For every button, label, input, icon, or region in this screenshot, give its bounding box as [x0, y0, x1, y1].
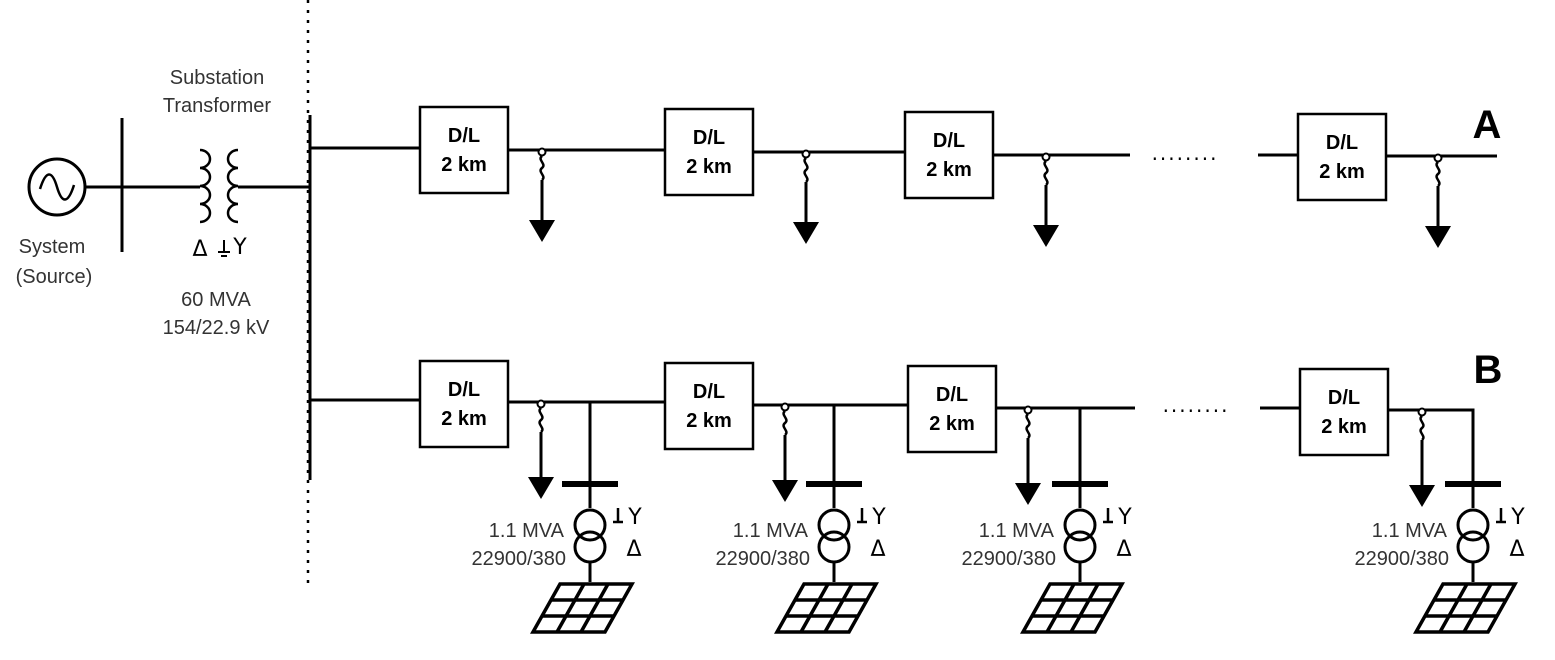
pv-transformer-ratio: 22900/380 [715, 548, 810, 570]
line-length-label: 2 km [929, 413, 975, 435]
pv-transformer-icon [1063, 508, 1097, 564]
feeder-b-label: B [1474, 348, 1503, 392]
substation-rating: 60 MVA [181, 289, 251, 311]
load-arrow-icon [1033, 225, 1059, 247]
load-arrow-icon [793, 222, 819, 244]
pv-transformer-ratio: 22900/380 [961, 548, 1056, 570]
pv-unit: YΔ 1.1 MVA 22900/380 [471, 402, 642, 634]
line-type-label: D/L [933, 130, 965, 152]
feeder-a-line-box: D/L 2 km [1296, 112, 1388, 202]
feeder-a-line-box: D/L 2 km [903, 110, 995, 200]
pv-transformer-rating: 1.1 MVA [733, 520, 809, 542]
pv-unit: YΔ 1.1 MVA 22900/380 [715, 405, 886, 634]
line-length-label: 2 km [926, 159, 972, 181]
ground-icon [1103, 508, 1113, 524]
load-arrow-icon [772, 480, 798, 502]
feeder-components: D/L 2 km D/L 2 km D/L 2 km D/L 2 km D/L 2 km D/L 2 … [418, 105, 1525, 634]
pv-transformer-icon [1456, 508, 1490, 564]
line-type-label: D/L [1326, 132, 1358, 154]
line-length-label: 2 km [441, 408, 487, 430]
pv-transformer-rating: 1.1 MVA [979, 520, 1055, 542]
feeder-a-load-tap [793, 149, 819, 244]
line-type-label: D/L [936, 384, 968, 406]
load-arrow-icon [1409, 485, 1435, 507]
load-arrow-icon [1015, 483, 1041, 505]
substation-title-line1: Substation [170, 67, 265, 89]
line-length-label: 2 km [686, 156, 732, 178]
solar-panel-icon [1020, 582, 1125, 634]
feeder-b-load-tap [1015, 405, 1041, 505]
feeder-b-continuation: ........ [1163, 393, 1230, 417]
feeder-a-line-box: D/L 2 km [663, 107, 755, 197]
feeder-a-load-tap [529, 147, 555, 242]
line-type-label: D/L [448, 379, 480, 401]
pv-transformer-rating: 1.1 MVA [489, 520, 565, 542]
line-length-label: 2 km [1321, 416, 1367, 438]
feeder-a-line-box: D/L 2 km [418, 105, 510, 195]
line-type-label: D/L [448, 125, 480, 147]
feeder-a-load-tap [1425, 153, 1451, 248]
substation-voltage: 154/22.9 kV [163, 317, 270, 339]
pv-transformer-rating: 1.1 MVA [1372, 520, 1448, 542]
pv-transformer-ratio: 22900/380 [471, 548, 566, 570]
feeder-a-label: A [1473, 103, 1502, 147]
line-type-label: D/L [693, 127, 725, 149]
ground-icon [613, 508, 623, 524]
pv-transformer-icon [573, 508, 607, 564]
pv-wye-symbol: Y [1117, 505, 1132, 530]
wye-winding-symbol: Y [232, 235, 247, 260]
feeder-a-continuation: ........ [1152, 141, 1219, 165]
load-arrow-icon [529, 220, 555, 242]
pv-delta-symbol: Δ [1116, 537, 1131, 562]
line-length-label: 2 km [1319, 161, 1365, 183]
pv-delta-symbol: Δ [870, 537, 885, 562]
system-source: System (Source) [16, 118, 124, 288]
line-type-label: D/L [1328, 387, 1360, 409]
ground-icon [1496, 508, 1506, 524]
delta-winding-symbol: Δ [192, 237, 207, 262]
feeder-b-load-tap [528, 399, 554, 499]
pv-wye-symbol: Y [1510, 505, 1525, 530]
transformer-coil-icon [199, 148, 239, 224]
source-label-line1: System [19, 236, 86, 258]
feeder-b-load-tap [1409, 407, 1435, 507]
pv-transformer-icon [817, 508, 851, 564]
feeder-b-load-tap [772, 402, 798, 502]
feeder-a-load-tap [1033, 152, 1059, 247]
solar-panel-icon [1413, 582, 1518, 634]
line-type-label: D/L [693, 381, 725, 403]
feeder-b-line-box: D/L 2 km [906, 364, 998, 454]
pv-delta-symbol: Δ [626, 537, 641, 562]
pv-delta-symbol: Δ [1509, 537, 1524, 562]
substation-title-line2: Transformer [163, 95, 272, 117]
load-arrow-icon [1425, 226, 1451, 248]
source-label-line2: (Source) [16, 266, 93, 288]
solar-panel-icon [530, 582, 635, 634]
pv-transformer-ratio: 22900/380 [1354, 548, 1449, 570]
feeder-b-line-box: D/L 2 km [663, 361, 755, 451]
pv-wye-symbol: Y [627, 505, 642, 530]
pv-wye-symbol: Y [871, 505, 886, 530]
substation-transformer: Substation Transformer Δ Y 60 MVA 154/22… [122, 67, 310, 339]
feeder-b: ........ B [310, 348, 1502, 430]
line-length-label: 2 km [441, 154, 487, 176]
solar-panel-icon [774, 582, 879, 634]
feeder-a: ........ A [310, 103, 1501, 165]
feeder-b-line-box: D/L 2 km [1298, 367, 1390, 457]
pv-unit: YΔ 1.1 MVA 22900/380 [961, 408, 1132, 634]
pv-unit: YΔ 1.1 MVA 22900/380 [1354, 410, 1525, 634]
ground-icon [857, 508, 867, 524]
load-arrow-icon [528, 477, 554, 499]
line-length-label: 2 km [686, 410, 732, 432]
wye-grounded-icon [218, 240, 230, 257]
feeder-b-line-box: D/L 2 km [418, 359, 510, 449]
